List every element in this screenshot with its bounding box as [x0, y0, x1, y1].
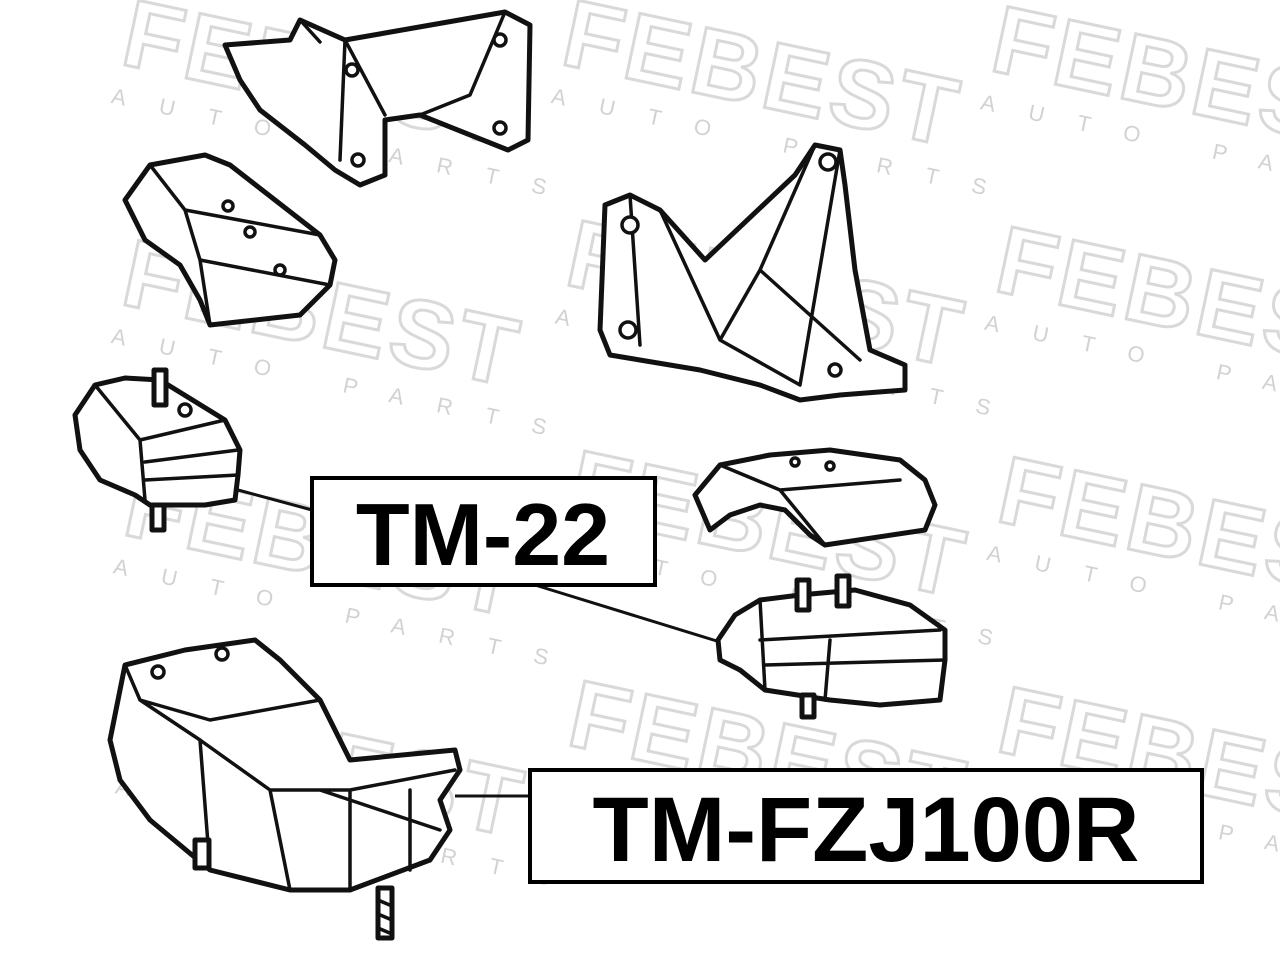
part-number-tmfzj100r: TM-FZJ100R: [593, 779, 1140, 881]
label-box-tmfzj100r: [528, 768, 1204, 884]
right-middle-cushion: [692, 447, 938, 548]
tmfzj100r-mount: [107, 637, 463, 941]
tm22-left-mount: [72, 367, 243, 533]
leader-tm22-left: [237, 488, 313, 512]
upper-right-bracket: [597, 142, 908, 403]
label-box-tm22: [310, 476, 657, 587]
leader-tm22-right: [534, 583, 721, 644]
upper-left-bracket: [222, 9, 533, 188]
label-tm22: TM-22: [310, 476, 657, 587]
leader-lines: [237, 488, 721, 798]
part-number-tm22: TM-22: [356, 485, 610, 584]
label-tmfzj100r: TM-FZJ100R: [528, 768, 1204, 884]
upper-left-cushion: [122, 152, 338, 328]
tm22-right-mount: [715, 573, 948, 720]
